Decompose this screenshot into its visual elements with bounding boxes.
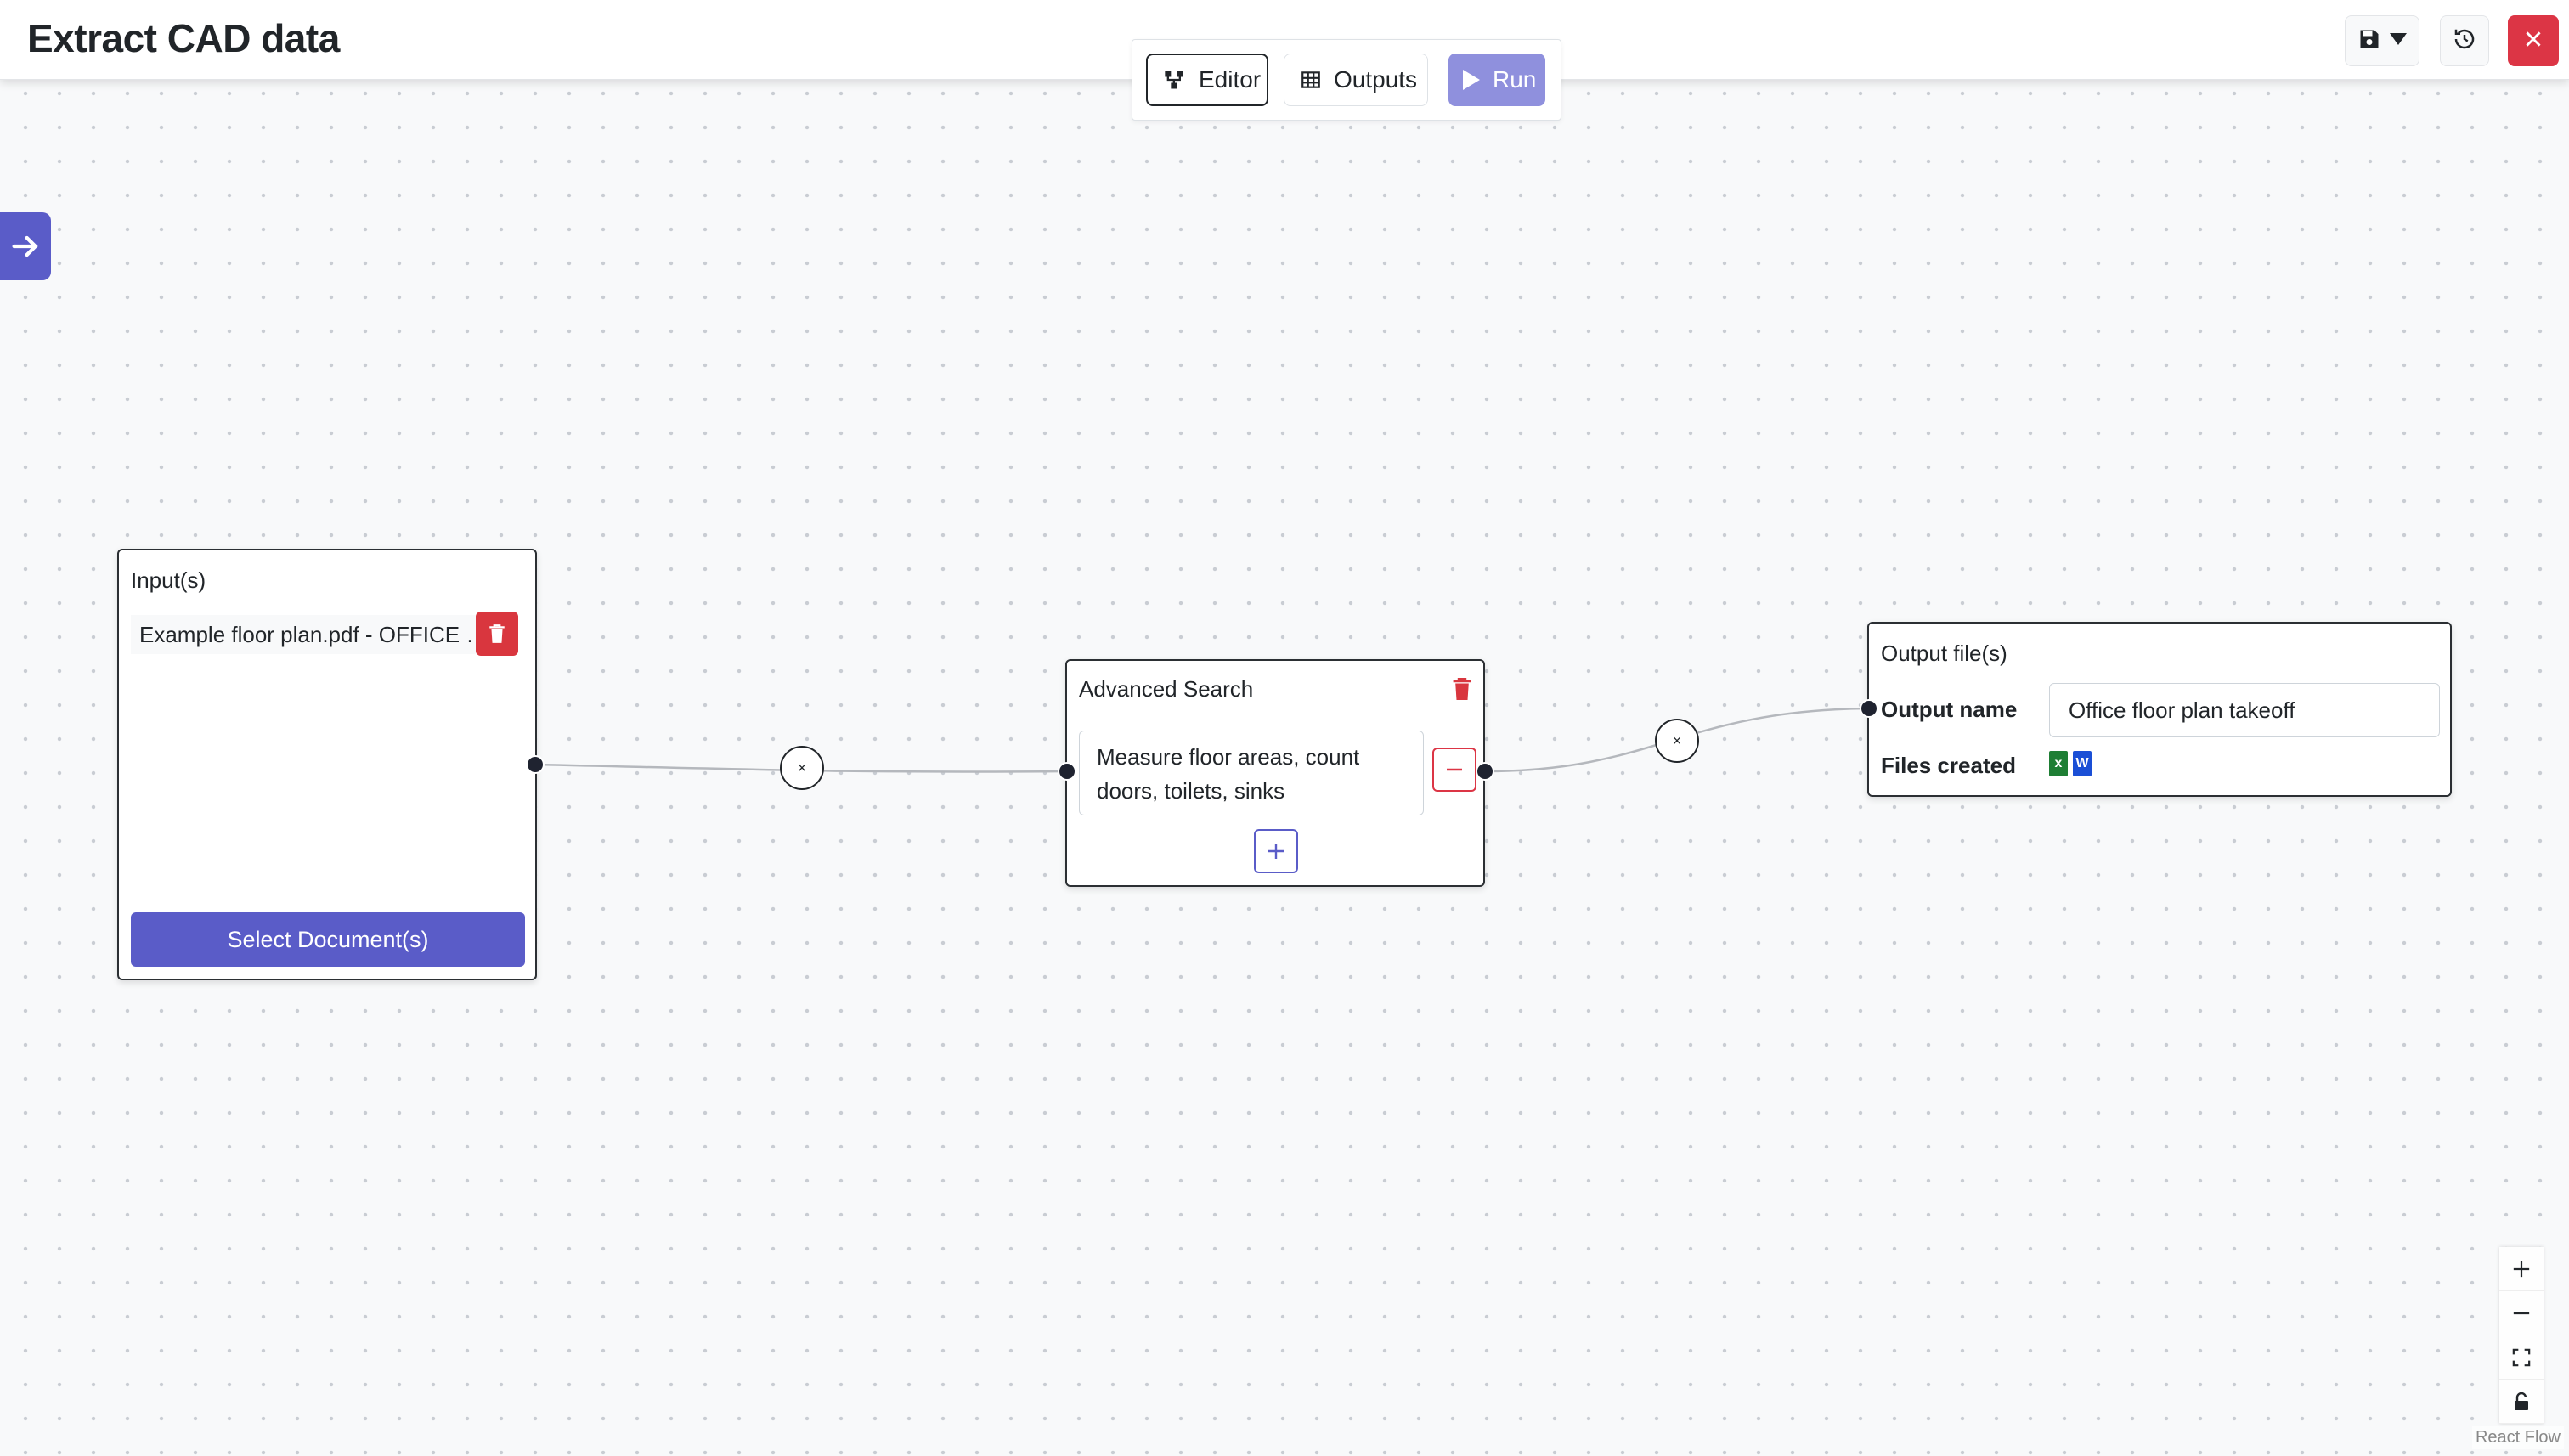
- add-query-button[interactable]: [1254, 829, 1298, 873]
- excel-icon[interactable]: x: [2049, 751, 2068, 776]
- remove-query-button[interactable]: [1432, 748, 1476, 792]
- fit-view-icon: [2512, 1348, 2531, 1366]
- save-dropdown-button[interactable]: [2345, 15, 2419, 66]
- plus-icon: [1268, 844, 1284, 859]
- run-button[interactable]: Run: [1448, 54, 1545, 106]
- workflow-icon: [1165, 71, 1183, 89]
- trash-icon: [1453, 678, 1471, 700]
- run-label: Run: [1493, 66, 1537, 93]
- search-node-source-handle[interactable]: [1476, 762, 1494, 781]
- trash-icon: [489, 624, 505, 643]
- word-icon[interactable]: W: [2073, 751, 2092, 776]
- fit-view-button[interactable]: [2499, 1335, 2544, 1380]
- delete-edge-button[interactable]: ×: [780, 746, 824, 790]
- history-icon: [2452, 26, 2477, 56]
- plus-icon: [2513, 1261, 2530, 1277]
- close-icon: [2522, 28, 2544, 54]
- delete-node-button[interactable]: [1451, 676, 1473, 706]
- search-query-textarea[interactable]: Measure floor areas, count doors, toilet…: [1079, 731, 1424, 815]
- zoom-out-button[interactable]: [2499, 1291, 2544, 1335]
- advanced-search-node[interactable]: Advanced Search Measure floor areas, cou…: [1065, 659, 1485, 887]
- files-created-list: x W: [2049, 751, 2092, 776]
- search-node-target-handle[interactable]: [1058, 762, 1076, 781]
- toggle-interactivity-button[interactable]: [2499, 1380, 2544, 1424]
- view-toolbar: Editor Outputs Run: [1132, 39, 1561, 121]
- input-node-source-handle[interactable]: [526, 755, 545, 774]
- remove-file-button[interactable]: [476, 612, 518, 656]
- history-button[interactable]: [2440, 15, 2489, 66]
- play-icon: [1463, 70, 1480, 90]
- output-name-label: Output name: [1881, 697, 2018, 722]
- sidebar-toggle-button[interactable]: [0, 212, 51, 280]
- flow-controls: [2499, 1247, 2544, 1424]
- files-created-label: Files created: [1881, 753, 2016, 778]
- arrow-right-icon: [12, 235, 38, 257]
- input-node-title: Input(s): [131, 567, 206, 593]
- save-icon: [2357, 27, 2381, 55]
- select-documents-button[interactable]: Select Document(s): [131, 912, 525, 967]
- react-flow-attribution[interactable]: React Flow: [2471, 1426, 2564, 1449]
- tab-outputs[interactable]: Outputs: [1284, 54, 1428, 106]
- table-icon: [1301, 71, 1320, 88]
- search-node-title: Advanced Search: [1079, 676, 1254, 702]
- minus-icon: [2513, 1312, 2530, 1314]
- input-file-item: Example floor plan.pdf - OFFICE …: [131, 615, 491, 654]
- lock-icon: [2515, 1391, 2528, 1410]
- minus-icon: [1447, 768, 1462, 771]
- tab-editor-label: Editor: [1199, 66, 1262, 93]
- zoom-in-button[interactable]: [2499, 1247, 2544, 1291]
- tab-editor[interactable]: Editor: [1146, 54, 1268, 106]
- output-node[interactable]: Output file(s) Output name Office floor …: [1867, 622, 2452, 797]
- chevron-down-icon: [2390, 32, 2407, 49]
- output-node-target-handle[interactable]: [1860, 699, 1878, 718]
- page-title: Extract CAD data: [27, 16, 340, 60]
- output-name-input[interactable]: Office floor plan takeoff: [2049, 683, 2440, 737]
- output-node-title: Output file(s): [1881, 641, 2007, 666]
- input-node[interactable]: Input(s) Example floor plan.pdf - OFFICE…: [117, 549, 537, 980]
- close-button[interactable]: [2508, 15, 2559, 66]
- tab-outputs-label: Outputs: [1334, 66, 1418, 93]
- delete-edge-button[interactable]: ×: [1655, 719, 1699, 763]
